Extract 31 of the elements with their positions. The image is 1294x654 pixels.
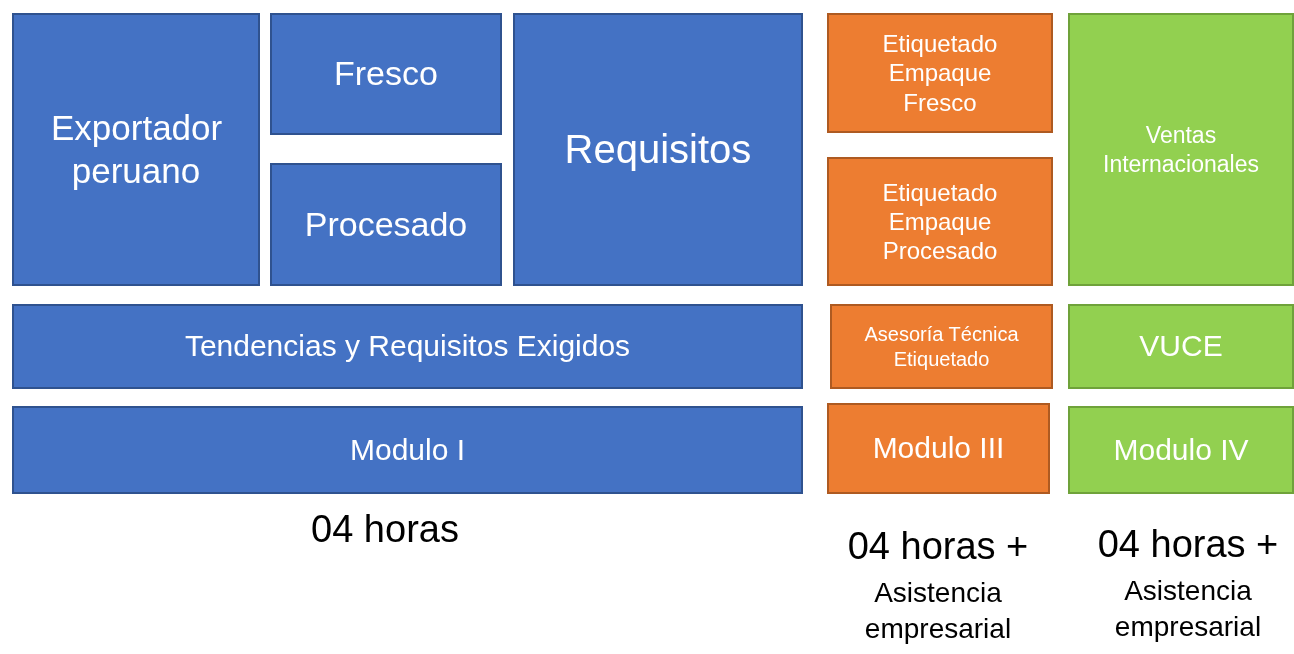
box-label: Exportador peruano xyxy=(51,106,221,192)
module-box xyxy=(827,157,1053,286)
box-label: Ventas Internacionales xyxy=(1102,121,1260,178)
box-label: VUCE xyxy=(1139,328,1223,365)
module-box xyxy=(827,13,1053,133)
box-label: Asesoría Técnica Etiquetado xyxy=(863,322,1020,371)
box-label: Tendencias y Requisitos Exigidos xyxy=(184,328,631,365)
module-box xyxy=(1068,13,1294,286)
box-label: Procesado xyxy=(304,203,468,245)
box-label: Modulo I xyxy=(349,431,466,468)
module-box xyxy=(827,403,1050,494)
module-box xyxy=(270,13,502,135)
duration-label: 04 horas + xyxy=(846,524,1030,569)
duration-label: 04 horas + xyxy=(1096,522,1280,567)
module-box xyxy=(12,406,803,494)
box-label: Fresco xyxy=(334,53,438,95)
module-box xyxy=(12,304,803,389)
module-box xyxy=(12,13,260,286)
support-label: Asistencia empresarial xyxy=(863,576,1013,647)
support-label: Asistencia empresarial xyxy=(1113,574,1263,645)
box-label: Requisitos xyxy=(564,126,752,174)
duration-label: 04 horas xyxy=(310,507,460,552)
module-box xyxy=(830,304,1053,389)
box-label: Etiquetado Empaque Procesado xyxy=(881,177,999,266)
module-box xyxy=(513,13,803,286)
module-box xyxy=(270,163,502,286)
module-box xyxy=(1068,304,1294,389)
module-box xyxy=(1068,406,1294,494)
box-label: Etiquetado Empaque Fresco xyxy=(881,29,999,117)
box-label: Modulo IV xyxy=(1113,431,1249,468)
box-label: Modulo III xyxy=(872,430,1005,467)
